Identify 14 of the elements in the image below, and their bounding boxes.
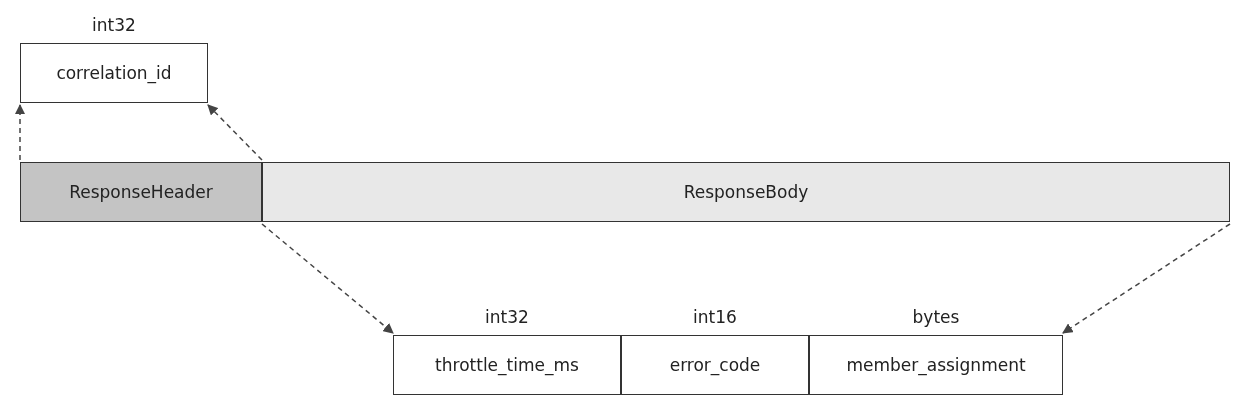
header-bar: ResponseHeader [20, 162, 262, 222]
field-box: member_assignment [809, 335, 1063, 395]
type-label: int32 [91, 15, 137, 35]
type-label: int32 [484, 307, 530, 327]
dashed-arrow [1062, 223, 1231, 334]
type-label: int16 [692, 307, 738, 327]
field-box: throttle_time_ms [393, 335, 621, 395]
body-bar: ResponseBody [262, 162, 1230, 222]
field-box: correlation_id [20, 43, 208, 103]
dashed-arrow [207, 104, 263, 161]
field-box: error_code [621, 335, 809, 395]
type-label: bytes [911, 307, 961, 327]
dashed-arrow [261, 223, 394, 334]
dashed-arrow [14, 103, 26, 161]
